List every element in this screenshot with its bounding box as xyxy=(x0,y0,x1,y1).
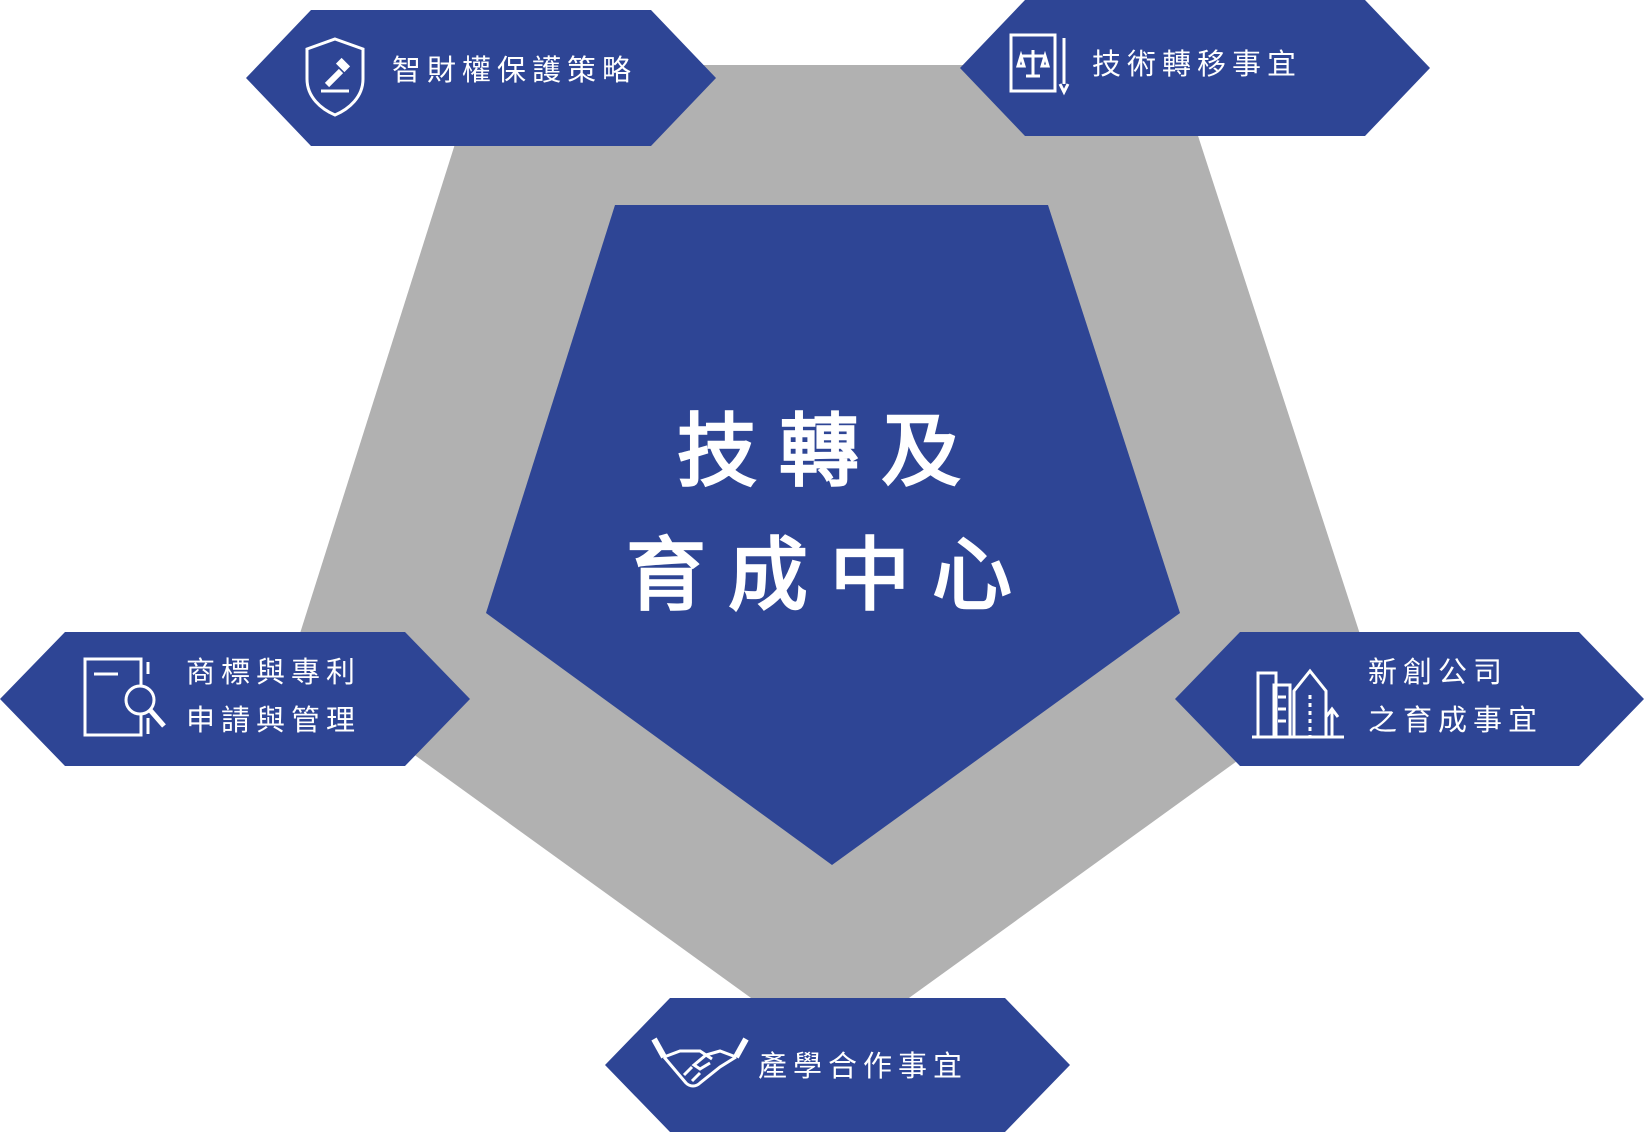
node-startup-incubation-shape xyxy=(1175,632,1644,766)
node-trademark-patent-shape xyxy=(0,632,470,766)
shield-gavel-icon xyxy=(303,35,367,123)
node-ip-strategy-label: 智財權保護策略 xyxy=(392,53,638,87)
node-tech-transfer-shape xyxy=(960,0,1430,136)
inner-pentagon xyxy=(486,205,1180,865)
node-tech-transfer-label: 技術轉移事宜 xyxy=(1092,47,1303,81)
center-title: 技轉及 育成中心 xyxy=(520,390,1140,638)
center-title-line2: 育成中心 xyxy=(626,529,1034,622)
node-startup-incubation-line2: 之育成事宜 xyxy=(1368,703,1544,737)
buildings-growth-icon xyxy=(1250,655,1346,745)
node-industry-academia-label: 產學合作事宜 xyxy=(758,1049,969,1083)
node-ip-strategy-shape xyxy=(246,10,716,146)
node-trademark-patent-label: 商標與專利 申請與管理 xyxy=(186,648,361,744)
legal-document-pen-icon xyxy=(1008,32,1072,100)
node-trademark-patent-line1: 商標與專利 xyxy=(186,655,362,689)
node-industry-academia-shape xyxy=(605,998,1070,1132)
center-title-line1: 技轉及 xyxy=(677,405,983,498)
handshake-icon xyxy=(650,1035,750,1101)
node-startup-incubation-line1: 新創公司 xyxy=(1368,655,1509,689)
node-trademark-patent-line2: 申請與管理 xyxy=(186,703,362,737)
document-search-icon xyxy=(82,656,172,744)
node-startup-incubation-label: 新創公司 之育成事宜 xyxy=(1368,648,1543,744)
